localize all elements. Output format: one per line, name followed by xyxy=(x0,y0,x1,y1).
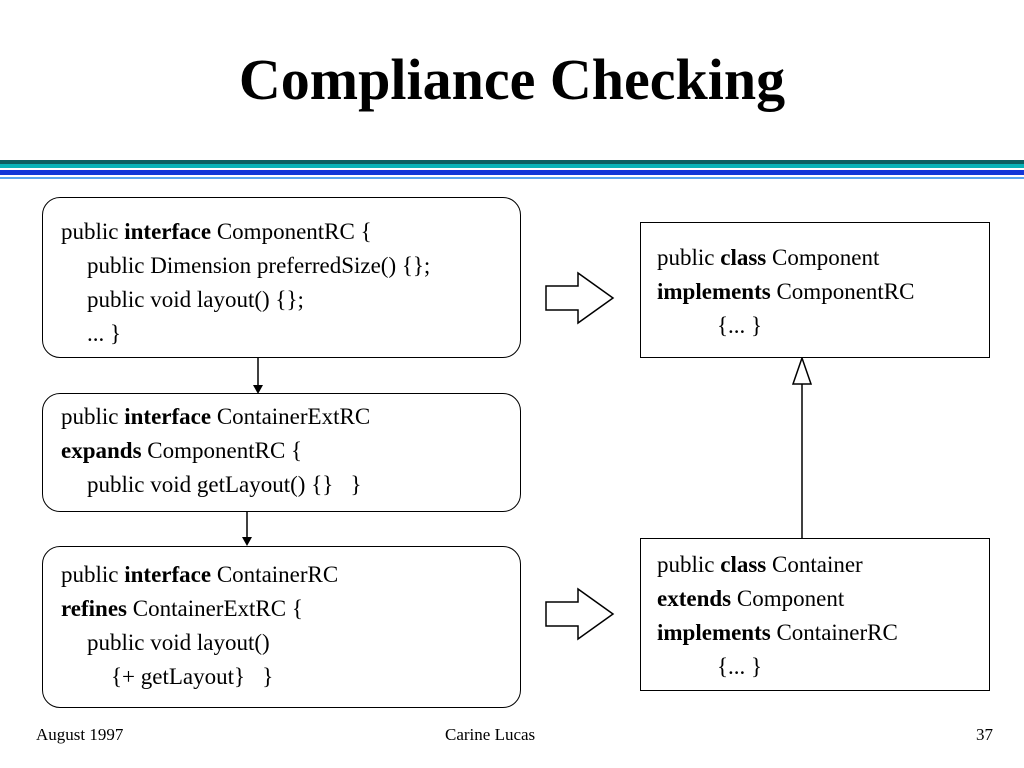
text: ComponentRC xyxy=(770,279,915,304)
text: public xyxy=(657,245,721,270)
box-class-container: public class Container extends Component… xyxy=(640,538,990,691)
footer-author: Carine Lucas xyxy=(445,725,536,744)
text: ContainerExtRC xyxy=(211,404,371,429)
text: public xyxy=(657,552,721,577)
code-line: public void layout() xyxy=(87,630,270,655)
block-arrow-top xyxy=(545,271,615,325)
code-line: {... } xyxy=(717,313,763,338)
keyword: refines xyxy=(61,596,128,621)
box-interface-containerrc: public interface ContainerRC refines Con… xyxy=(42,546,521,708)
footer-date: August 1997 xyxy=(36,725,124,744)
code-line: public Dimension preferredSize() {}; xyxy=(87,253,431,278)
keyword: class xyxy=(720,552,767,577)
text: ContainerExtRC { xyxy=(127,596,303,621)
code-line: public void getLayout() {} } xyxy=(87,472,362,497)
text: ContainerRC xyxy=(211,562,339,587)
text: public xyxy=(61,562,125,587)
text: public xyxy=(61,219,125,244)
arrowhead-down-2 xyxy=(242,537,252,546)
block-arrow-bottom xyxy=(545,587,615,641)
text: ComponentRC { xyxy=(211,219,372,244)
title-underline-blue xyxy=(0,170,1024,175)
keyword: interface xyxy=(124,562,212,587)
inheritance-arrowhead xyxy=(791,355,813,385)
text: Container xyxy=(766,552,863,577)
box-interface-containerextrc: public interface ContainerExtRC expands … xyxy=(42,393,521,512)
box-interface-componentrc: public interface ComponentRC { public Di… xyxy=(42,197,521,358)
footer-page-number: 37 xyxy=(976,725,993,744)
keyword: class xyxy=(720,245,767,270)
arrowhead-down-1 xyxy=(253,385,263,394)
code-line: ... } xyxy=(87,321,122,346)
text: Component xyxy=(766,245,880,270)
text: public xyxy=(61,404,125,429)
text: ComponentRC { xyxy=(141,438,303,463)
code-line: public void layout() {}; xyxy=(87,287,304,312)
text: Component xyxy=(731,586,845,611)
code-line: {... } xyxy=(717,654,763,679)
title-underline-dark xyxy=(0,160,1024,164)
box-class-component: public class Component implements Compon… xyxy=(640,222,990,358)
title-underline-light xyxy=(0,177,1024,179)
text: ContainerRC xyxy=(770,620,898,645)
code-line: {+ getLayout} } xyxy=(111,664,274,689)
keyword: interface xyxy=(124,219,212,244)
keyword: implements xyxy=(657,279,771,304)
keyword: expands xyxy=(61,438,142,463)
keyword: implements xyxy=(657,620,771,645)
title-underline-teal xyxy=(0,164,1024,168)
keyword: extends xyxy=(657,586,732,611)
slide-title: Compliance Checking xyxy=(238,47,786,112)
keyword: interface xyxy=(124,404,212,429)
